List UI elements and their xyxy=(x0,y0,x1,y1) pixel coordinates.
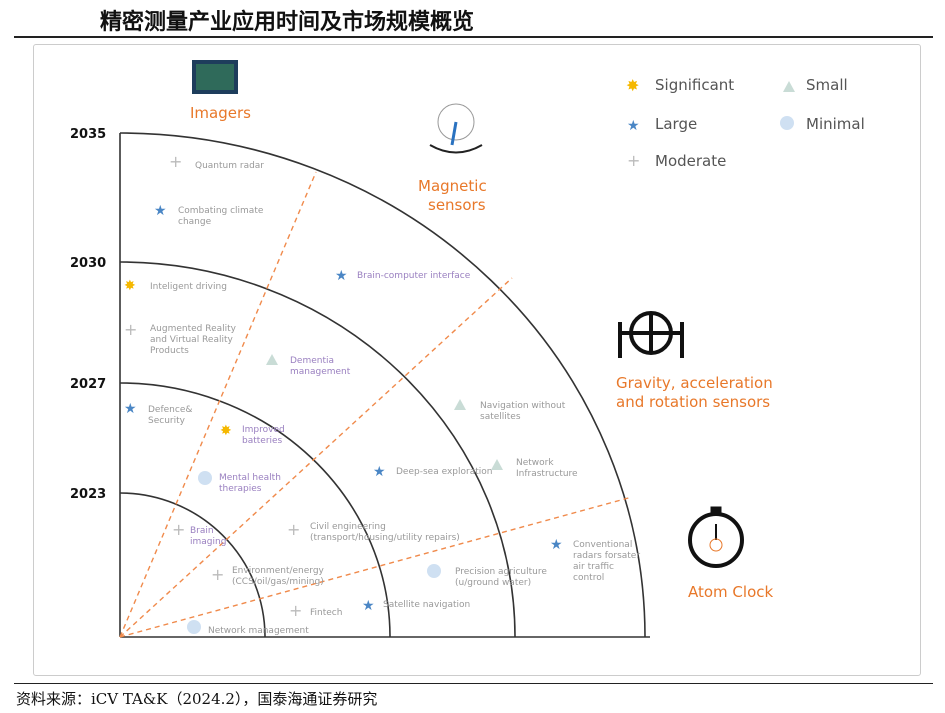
application-label: Fintech xyxy=(310,608,342,618)
moderate-marker-icon: + xyxy=(124,320,137,339)
year-2023: 2023 xyxy=(70,487,106,502)
legend: ✸ Significant Small ★ Large Minimal + Mo… xyxy=(626,76,865,170)
legend-minimal: Minimal xyxy=(806,115,865,133)
significant-marker-icon: ✸ xyxy=(220,423,232,439)
significant-star-icon: ✸ xyxy=(626,76,639,95)
application-label: Inteligent driving xyxy=(150,282,227,292)
large-marker-icon: ★ xyxy=(362,598,375,614)
small-marker-icon xyxy=(266,354,278,365)
application-label: Civil engineering(transport/housing/util… xyxy=(310,522,460,543)
moderate-marker-icon: + xyxy=(211,565,224,584)
legend-small: Small xyxy=(806,76,848,94)
moderate-marker-icon: + xyxy=(169,152,182,171)
application-label: Precision agriculture(u/ground water) xyxy=(455,567,547,588)
application-label: Defence&Security xyxy=(148,405,192,426)
minimal-marker-icon xyxy=(187,620,201,634)
divider-3 xyxy=(119,496,633,638)
year-2027: 2027 xyxy=(70,377,106,392)
large-marker-icon: ★ xyxy=(373,464,386,480)
large-marker-icon: ★ xyxy=(550,537,563,553)
minimal-circle-icon xyxy=(780,116,794,130)
large-marker-icon: ★ xyxy=(335,268,348,284)
application-label: Environment/energy(CCS/oil/gas/mining) xyxy=(232,566,325,587)
atom-clock-icon xyxy=(688,506,744,568)
application-label: Deep-sea exploration xyxy=(396,467,492,477)
sector-dividers xyxy=(119,171,633,638)
moderate-marker-icon: + xyxy=(287,520,300,539)
page-title: 精密测量产业应用时间及市场规模概览 xyxy=(100,9,475,35)
magnetic-sensor-icon xyxy=(429,103,483,154)
small-marker-icon xyxy=(454,399,466,410)
moderate-plus-icon: + xyxy=(627,151,640,170)
significant-marker-icon: ✸ xyxy=(124,278,136,294)
arc-2023 xyxy=(119,492,266,638)
large-marker-icon: ★ xyxy=(154,203,167,219)
footer-divider xyxy=(14,683,933,684)
legend-moderate: Moderate xyxy=(655,152,726,170)
legend-large: Large xyxy=(655,115,697,133)
gravity-sensor-icon xyxy=(618,311,684,358)
category-atom-clock: Atom Clock xyxy=(688,583,774,601)
moderate-marker-icon: + xyxy=(172,520,185,539)
small-triangle-icon xyxy=(783,81,795,92)
arc-2030 xyxy=(119,261,516,638)
title-divider xyxy=(14,36,933,38)
moderate-marker-icon: + xyxy=(289,601,302,620)
source-note: 资料来源：iCV TA&K（2024.2），国泰海通证券研究 xyxy=(16,690,378,708)
divider-2 xyxy=(119,277,513,638)
minimal-marker-icon xyxy=(198,471,212,485)
imager-icon xyxy=(192,60,238,94)
arc-2035 xyxy=(119,132,646,638)
year-2030: 2030 xyxy=(70,256,106,271)
application-label: Quantum radar xyxy=(195,161,264,171)
divider-1 xyxy=(119,171,317,638)
legend-significant: Significant xyxy=(655,76,734,94)
category-imagers: Imagers xyxy=(190,104,251,122)
application-label: Network management xyxy=(208,626,309,636)
year-arcs xyxy=(119,132,650,638)
minimal-marker-icon xyxy=(427,564,441,578)
arc-2027 xyxy=(119,382,391,638)
application-label: Satellite navigation xyxy=(383,600,470,610)
application-label: Brain-computer interface xyxy=(357,271,471,281)
year-2035: 2035 xyxy=(70,127,106,142)
large-star-icon: ★ xyxy=(627,118,640,134)
small-marker-icon xyxy=(491,459,503,470)
large-marker-icon: ★ xyxy=(124,401,137,417)
diagram-frame xyxy=(33,44,921,676)
